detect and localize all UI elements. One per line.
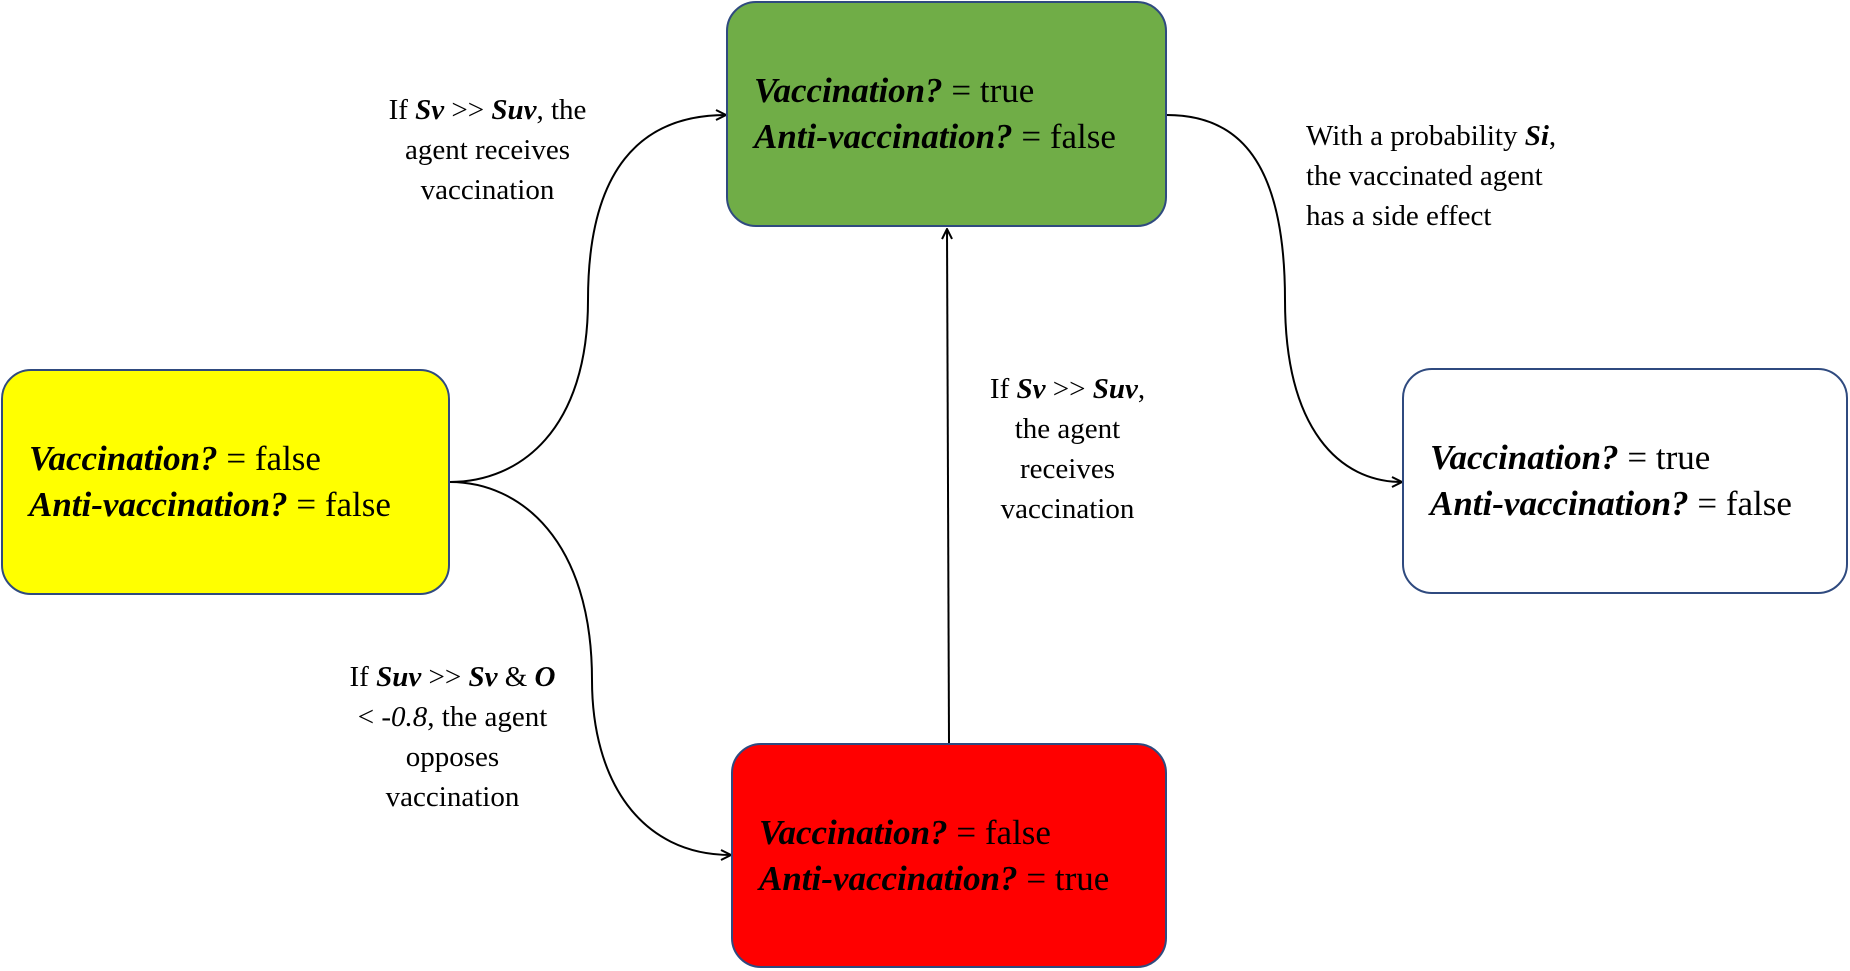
node-line-anti-vaccination: Anti-vaccination? = false xyxy=(29,482,448,528)
label-text: & xyxy=(497,661,535,693)
variable-name: Vaccination? xyxy=(29,439,218,478)
label-text: , the xyxy=(536,94,587,126)
label-text: < xyxy=(357,701,382,733)
label-text: If xyxy=(989,373,1017,405)
label-text: , xyxy=(1548,120,1557,152)
label-text: If xyxy=(349,661,377,693)
label-variable: Si xyxy=(1524,120,1549,152)
label-text: , the agent xyxy=(427,701,548,733)
variable-value: = false xyxy=(217,439,321,478)
variable-value: = false xyxy=(1688,484,1792,523)
label-variable: O xyxy=(534,661,556,693)
label-line: vaccination xyxy=(1000,493,1135,525)
label-text: , xyxy=(1137,373,1146,405)
node-line-vaccination: Vaccination? = true xyxy=(754,68,1165,114)
variable-name: Anti-vaccination? xyxy=(1430,484,1689,523)
label-line: opposes xyxy=(405,741,500,773)
variable-value: = false xyxy=(947,812,1051,852)
edge-red-to-green xyxy=(947,229,949,744)
label-line: If Sv >> Suv, the xyxy=(355,90,620,130)
label-text: >> xyxy=(421,661,469,693)
label-variable: Suv xyxy=(376,661,422,693)
label-variable: Suv xyxy=(491,94,537,126)
label-text: If xyxy=(388,94,416,126)
label-line: vaccination xyxy=(420,174,555,206)
label-threshold: -0.8 xyxy=(381,701,428,733)
label-line: the agent xyxy=(1014,413,1121,445)
label-variable: Sv xyxy=(415,94,445,126)
variable-name: Vaccination? xyxy=(1430,438,1619,477)
variable-value: = true xyxy=(1618,438,1711,477)
label-line: agent receives xyxy=(404,134,571,166)
label-variable: Suv xyxy=(1092,373,1138,405)
label-line: < -0.8, the agent xyxy=(315,697,590,737)
edge-green-to-white xyxy=(1166,114,1402,482)
label-text: With a probability xyxy=(1306,120,1525,152)
variable-value: = true xyxy=(1017,858,1110,898)
label-line: If Sv >> Suv, xyxy=(955,369,1180,409)
label-variable: Sv xyxy=(468,661,498,693)
state-vaccinated-node: Vaccination? = true Anti-vaccination? = … xyxy=(726,1,1167,227)
variable-value: = false xyxy=(1012,117,1116,156)
edge-label-red-to-green: If Sv >> Suv, the agent receives vaccina… xyxy=(955,369,1180,529)
edge-label-yellow-to-green: If Sv >> Suv, the agent receives vaccina… xyxy=(355,90,620,210)
node-line-anti-vaccination: Anti-vaccination? = true xyxy=(759,856,1165,902)
label-line: has a side effect xyxy=(1306,200,1492,232)
variable-name: Vaccination? xyxy=(754,71,943,110)
node-line-anti-vaccination: Anti-vaccination? = false xyxy=(1430,481,1846,527)
label-text: >> xyxy=(444,94,492,126)
state-unvaccinated-node: Vaccination? = false Anti-vaccination? =… xyxy=(1,369,450,595)
label-variable: Sv xyxy=(1016,373,1046,405)
variable-name: Vaccination? xyxy=(759,812,948,852)
node-line-vaccination: Vaccination? = true xyxy=(1430,435,1846,481)
edge-label-green-to-white: With a probability Si, the vaccinated ag… xyxy=(1306,116,1556,236)
label-text: >> xyxy=(1045,373,1093,405)
variable-name: Anti-vaccination? xyxy=(759,858,1018,898)
edge-label-yellow-to-red: If Suv >> Sv & O < -0.8, the agent oppos… xyxy=(315,657,590,817)
node-line-vaccination: Vaccination? = false xyxy=(759,810,1165,856)
variable-name: Anti-vaccination? xyxy=(29,485,288,524)
variable-name: Anti-vaccination? xyxy=(754,117,1013,156)
edge-yellow-to-green xyxy=(449,115,726,483)
variable-value: = false xyxy=(287,485,391,524)
edge-yellow-to-red xyxy=(449,481,731,855)
state-anti-vaccination-node: Vaccination? = false Anti-vaccination? =… xyxy=(731,743,1167,968)
label-line: If Suv >> Sv & O xyxy=(315,657,590,697)
variable-value: = true xyxy=(942,71,1035,110)
label-line: the vaccinated agent xyxy=(1306,160,1543,192)
label-line: With a probability Si, xyxy=(1306,116,1556,156)
label-line: vaccination xyxy=(385,781,520,813)
state-side-effect-node: Vaccination? = true Anti-vaccination? = … xyxy=(1402,368,1848,594)
node-line-anti-vaccination: Anti-vaccination? = false xyxy=(754,114,1165,160)
label-line: receives xyxy=(1020,453,1115,485)
node-line-vaccination: Vaccination? = false xyxy=(29,436,448,482)
